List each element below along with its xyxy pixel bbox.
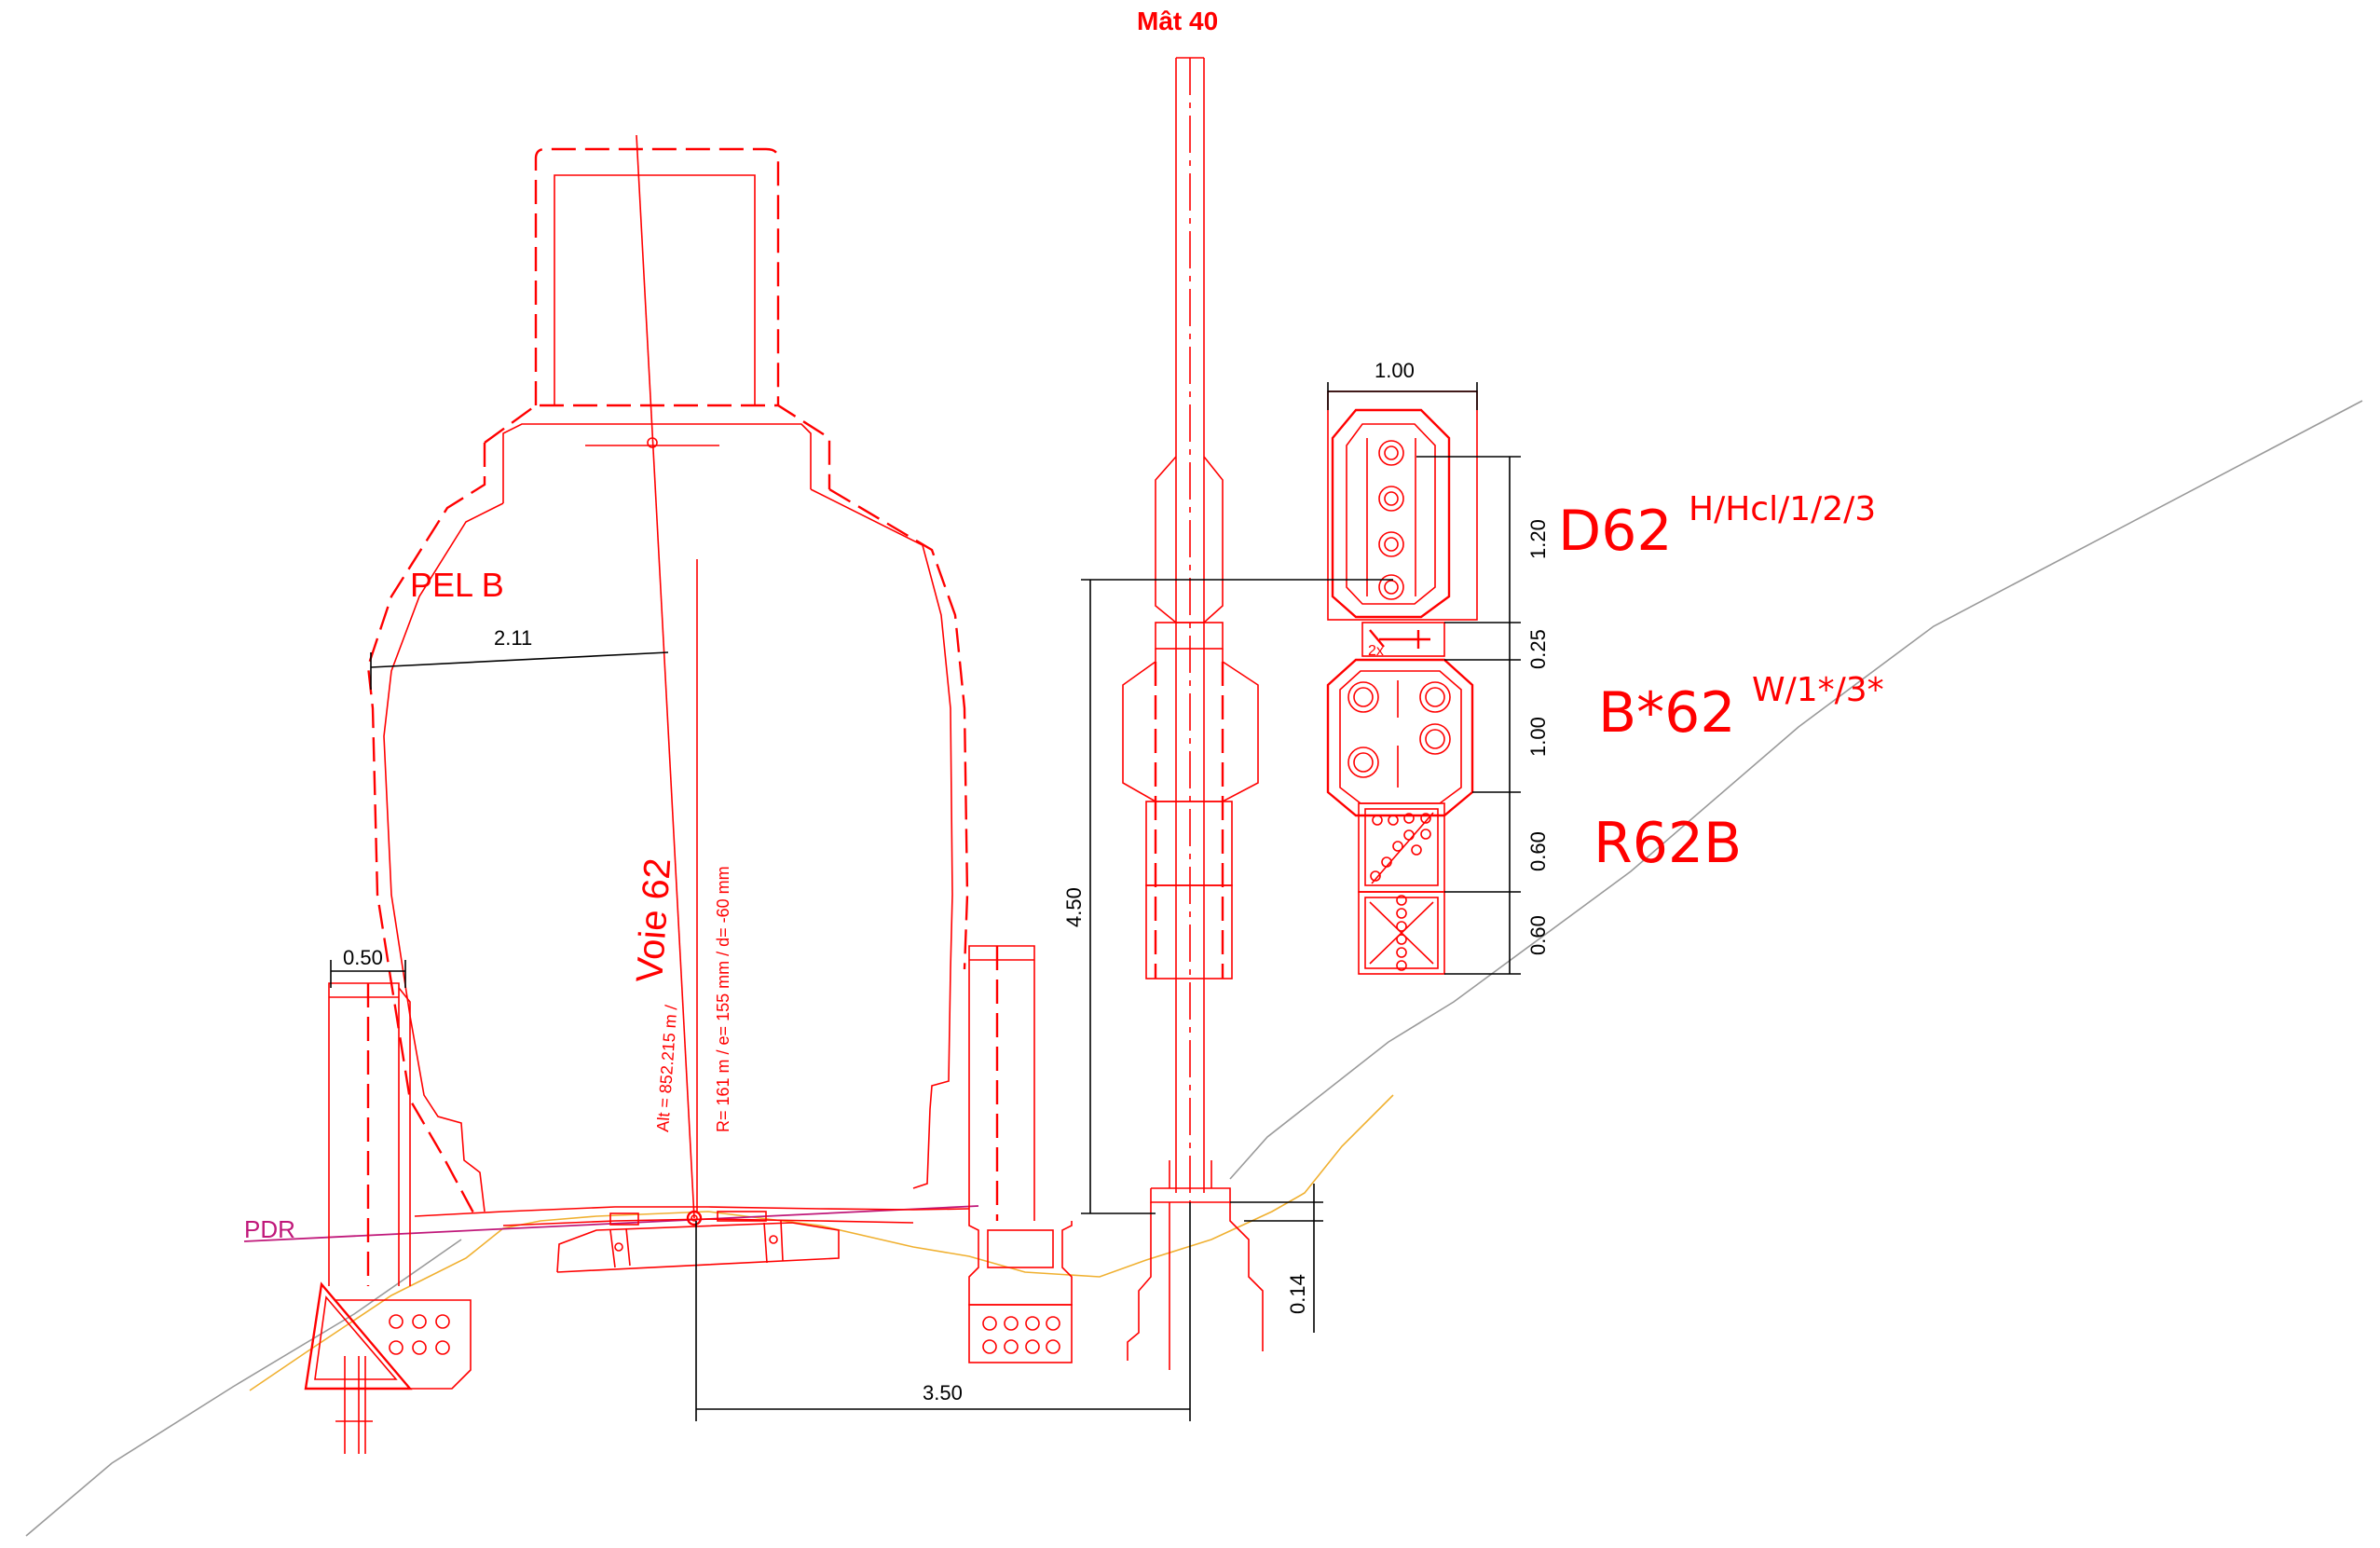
dim-wall-width: 0.50 xyxy=(343,946,383,969)
repeat-indicator: 2x xyxy=(1361,622,1445,659)
track-axis-line xyxy=(636,134,695,1219)
dimension-lines xyxy=(330,382,1521,1421)
repeat-count: 2x xyxy=(1368,643,1384,659)
b62-signal-aspects: W/1*/3* xyxy=(1752,671,1884,709)
rail-fastening-left xyxy=(609,1227,631,1268)
r62b-signal-name: R62B xyxy=(1594,811,1742,876)
mast-40 xyxy=(1122,57,1264,1370)
curve-label: R= 161 m / e= 155 mm / d= -60 mm xyxy=(714,866,732,1132)
track-bed xyxy=(556,1210,840,1273)
ground-slope-line xyxy=(1229,400,2363,1180)
rail-fastening-right xyxy=(763,1220,784,1264)
r62b-signal-panel xyxy=(1358,802,1445,893)
dim-track-to-mast: 3.50 xyxy=(923,1381,963,1404)
d62-signal-aspects: H/Hcl/1/2/3 xyxy=(1689,490,1876,528)
ground-slope-line-lower xyxy=(25,1239,462,1537)
b62-signal-name: B*62 xyxy=(1598,680,1736,746)
track-label: Voie 62 xyxy=(629,856,678,983)
dim-base-step: 0.14 xyxy=(1286,1274,1309,1314)
dim-b62-height: 1.00 xyxy=(1526,717,1550,757)
dim-pel-offset: 2.11 xyxy=(494,626,532,650)
left-cable-trough xyxy=(304,1281,472,1454)
signal-assembly: 2x xyxy=(1326,390,1478,975)
mast-title: Mât 40 xyxy=(1137,7,1218,35)
left-wall xyxy=(328,982,411,1286)
terrain-profile xyxy=(249,1094,1394,1391)
right-wall xyxy=(968,945,1073,1306)
vehicle-gauge-outline xyxy=(366,147,970,1226)
cross-signal-panel xyxy=(1358,891,1445,975)
pdr-line xyxy=(243,1205,979,1242)
ground-profile xyxy=(25,400,2363,1537)
b62-signal-head xyxy=(1326,658,1474,817)
pdr-label: PDR xyxy=(244,1215,295,1243)
dim-bottom-panel-height: 0.60 xyxy=(1526,915,1550,955)
left-trough-cable-holes xyxy=(389,1314,450,1355)
dim-d62-height: 1.20 xyxy=(1526,519,1550,559)
d62-signal-name: D62 xyxy=(1558,499,1673,564)
dim-r62-height: 0.60 xyxy=(1526,831,1550,871)
altitude-label: Alt = 852.215 m / xyxy=(653,1005,680,1133)
right-cable-trough xyxy=(968,1304,1073,1363)
d62-signal-head xyxy=(1331,408,1451,619)
pel-label: PEL B xyxy=(410,566,504,604)
dim-signal-height: 4.50 xyxy=(1062,887,1086,927)
dim-panel-width: 1.00 xyxy=(1375,359,1415,382)
dim-indicator-height: 0.25 xyxy=(1526,629,1550,669)
